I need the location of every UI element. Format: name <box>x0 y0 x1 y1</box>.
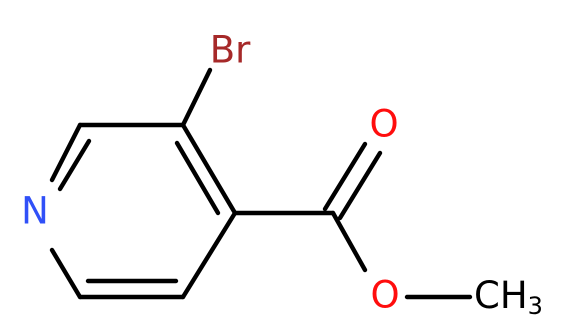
bond-c4-c5 <box>180 210 238 300</box>
atom-label-n: N <box>21 190 49 233</box>
atom-label-o-ester: O <box>370 274 399 317</box>
bond-c3-c4-inner <box>174 140 221 216</box>
bond-c3-br <box>180 67 213 128</box>
bond-n-c2 <box>49 122 83 183</box>
atom-label-br: Br <box>210 29 251 72</box>
bond-n-c2-inner <box>57 138 92 192</box>
bond-c-o-ester <box>330 210 368 273</box>
bond-c6-n <box>49 247 83 300</box>
bond-c3-c4 <box>180 122 238 216</box>
bond-c-o-double-1 <box>322 141 368 212</box>
methyl-label-subscript: 3 <box>528 292 543 320</box>
bond-c-o-double-2 <box>337 150 383 221</box>
methyl-label-main: CH <box>474 274 528 317</box>
atom-label-methyl: CH3 <box>474 274 543 321</box>
atom-label-o-carbonyl: O <box>369 103 398 146</box>
